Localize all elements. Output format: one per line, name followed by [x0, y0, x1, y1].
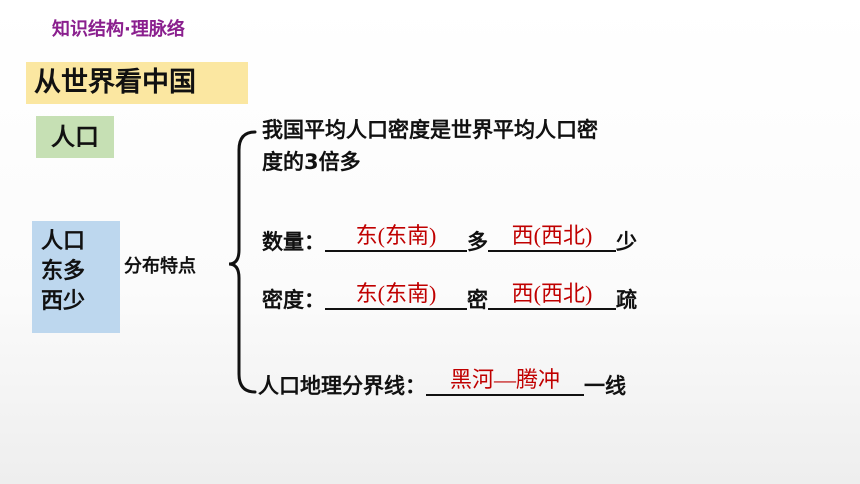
density-fact-line-1: 我国平均人口密度是世界平均人口密	[262, 118, 598, 142]
density-connector: 密	[467, 288, 488, 312]
density-row: 密度：东(东南)密西(西北)疏	[262, 281, 637, 316]
quantity-row: 数量：东(东南)多西(西北)少	[262, 223, 637, 258]
quantity-answer-east: 东(东南)	[325, 218, 467, 252]
topic-box: 人口	[36, 116, 114, 158]
density-suffix: 疏	[616, 288, 637, 312]
main-point-box: 人口 东多 西少	[32, 221, 120, 333]
quantity-suffix: 少	[616, 230, 637, 254]
quantity-answer-west: 西(西北)	[488, 218, 616, 252]
chapter-title: 从世界看中国	[26, 62, 248, 104]
main-point-line-3: 西少	[41, 289, 86, 314]
density-label: 密度：	[262, 288, 325, 312]
boundary-answer: 黑河—腾冲	[426, 362, 584, 396]
main-point-line-1: 人口	[41, 229, 86, 254]
feature-label: 分布特点	[124, 256, 196, 277]
boundary-suffix: 一线	[584, 374, 626, 398]
main-point-line-2: 东多	[41, 259, 86, 284]
density-answer-west: 西(西北)	[488, 276, 616, 310]
density-answer-east: 东(东南)	[325, 276, 467, 310]
section-label: 知识结构·理脉络	[52, 19, 185, 40]
boundary-label: 人口地理分界线：	[258, 374, 426, 398]
curly-brace	[228, 130, 257, 394]
boundary-row: 人口地理分界线：黑河—腾冲一线	[258, 367, 626, 402]
quantity-label: 数量：	[262, 230, 325, 254]
density-fact-line-2: 度的3倍多	[262, 150, 361, 174]
quantity-connector: 多	[467, 230, 488, 254]
